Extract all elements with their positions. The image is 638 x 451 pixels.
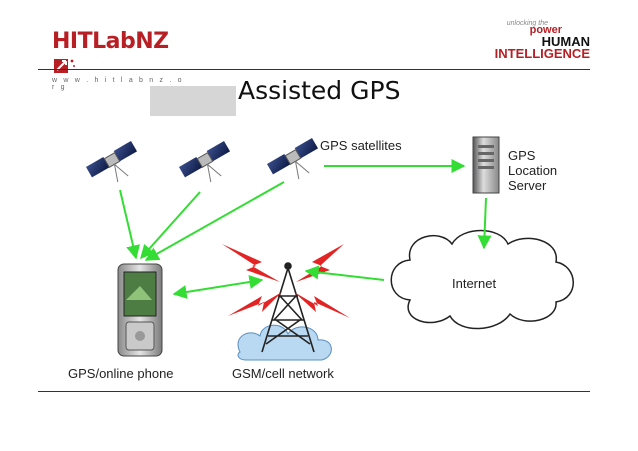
label-gps-satellites: GPS satellites [320,138,402,153]
arrow-sat1-to-phone [119,189,140,260]
slide-title: Assisted GPS [238,76,401,105]
arrow-server-to-internet [477,197,492,250]
logo-text-hitlab: HITLab [52,29,136,54]
brand-line-intelligence: INTELLIGENCE [494,46,590,61]
hitlabnz-logo-wordmark: HITLabNZ [52,29,192,79]
label-server-server: Server [508,178,547,193]
title-accent-box [150,86,236,116]
label-gsm-network: GSM/cell network [232,366,334,381]
satellite-icon [178,140,231,183]
arrows [119,159,492,299]
satellite-icon [266,137,319,180]
brand-line-unlocking: unlocking the [506,20,548,27]
server-icon [472,136,500,194]
hitlabnz-logo: HITLabNZ w w w . h i t l a b n z . o r g [52,29,192,91]
arrow-sat2-to-phone [140,191,201,260]
arrow-sat3-to-phone [144,181,285,261]
bottom-rule [38,391,590,392]
label-server-location: Location [508,163,557,178]
brand-line-power: power [529,24,562,36]
cell-tower-icon [261,262,315,353]
phone-icon [117,263,163,357]
logo-text-nz: NZ [135,29,169,54]
label-internet: Internet [452,276,496,291]
human-intelligence-logo: unlocking the power HUMAN INTELLIGENCE [480,20,590,64]
arrow-tower-phone [172,275,264,299]
top-rule [38,69,590,70]
signal-lightning-icon [222,244,350,318]
label-server-gps: GPS [508,148,536,163]
internet-cloud [390,229,574,330]
brand-line-human: HUMAN [541,34,590,49]
arrow-internet-to-tower [304,265,385,281]
satellite-icon [85,140,138,183]
logo-url: w w w . h i t l a b n z . o r g [52,77,184,91]
label-phone: GPS/online phone [68,366,174,381]
